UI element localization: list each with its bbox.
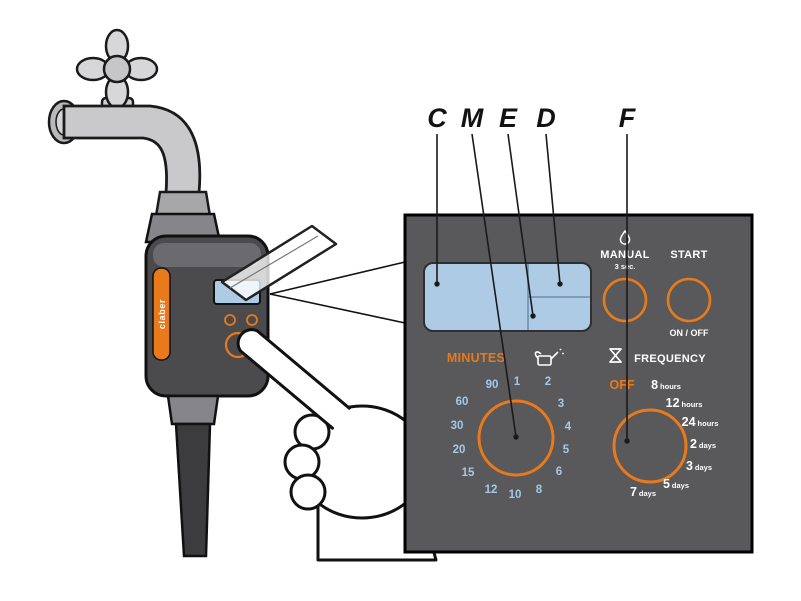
control-panel-detail: MANUAL 3 sec. START ON / OFF MINUTES 90 …	[403, 213, 754, 554]
bottom-connector-nut	[166, 394, 220, 426]
minutes-value: 6	[556, 466, 562, 478]
minutes-value: 3	[558, 398, 564, 410]
callout-letter-d: D	[536, 103, 556, 133]
tap-and-timer-illustration: claber	[47, 28, 438, 562]
leader-dot-f	[624, 438, 630, 444]
hourglass-icon	[609, 348, 622, 363]
frequency-label: FREQUENCY	[634, 353, 706, 365]
index-finger	[236, 328, 351, 430]
frequency-dial	[612, 408, 688, 484]
watering-can-icon	[534, 348, 564, 366]
spout-collar	[154, 190, 212, 218]
open-lid	[220, 224, 338, 302]
on-off-label: ON / OFF	[670, 328, 709, 338]
leader-line-m	[471, 133, 517, 438]
can-drop-1	[559, 348, 562, 351]
manual-control: MANUAL 3 sec.	[600, 229, 649, 323]
manual-button	[602, 277, 648, 323]
minutes-value: 60	[456, 396, 469, 408]
minutes-value: 2	[545, 376, 551, 388]
lcd-display	[423, 262, 592, 332]
callout-letter-f: F	[619, 103, 637, 133]
minutes-value: 8	[536, 484, 543, 496]
minutes-value: 5	[563, 444, 570, 456]
can-body	[537, 355, 552, 366]
can-drop-2	[562, 352, 564, 355]
leader-line-d	[545, 133, 561, 285]
minutes-value: 30	[451, 420, 464, 432]
leader-dot-m	[513, 434, 519, 440]
leader-dot-e	[530, 313, 536, 319]
lid-edge-line	[229, 235, 319, 289]
zoom-line-bottom	[269, 293, 406, 324]
callout-leader-lines	[434, 133, 630, 444]
knuckle-3	[289, 473, 327, 511]
leader-dot-d	[557, 281, 563, 287]
manual-sub-label: 3 sec.	[615, 262, 636, 271]
faucet-spout	[62, 104, 202, 195]
minutes-value: 90	[486, 379, 499, 391]
callout-letters: C M E D F	[427, 103, 637, 133]
leader-line-e	[507, 133, 534, 317]
callout-letter-m: M	[461, 103, 484, 133]
callout-letter-c: C	[427, 103, 447, 133]
minutes-section: MINUTES 90 1 2 3 4 5 6 8 10 12 15 20 30 …	[447, 348, 572, 501]
brand-strip	[152, 267, 171, 361]
start-control: START ON / OFF	[666, 249, 712, 338]
timer-device: claber	[144, 212, 338, 558]
brand-label: claber	[157, 299, 167, 329]
water-drop-icon	[619, 229, 631, 245]
minutes-value: 10	[509, 489, 522, 501]
manual-label: MANUAL	[600, 249, 649, 261]
minutes-value: 4	[565, 421, 572, 433]
minutes-value: 15	[462, 467, 475, 479]
minutes-dial	[477, 399, 555, 477]
minutes-value: 12	[485, 484, 498, 496]
start-button	[666, 277, 712, 323]
zoom-callout-lines	[269, 261, 406, 324]
minutes-value: 1	[514, 376, 521, 388]
leader-dot-c	[434, 281, 440, 287]
mini-button-2	[246, 314, 258, 326]
can-spout	[550, 351, 559, 360]
timer-top-highlight	[153, 243, 261, 267]
faucet-handle	[75, 28, 159, 110]
frequency-off-label: OFF	[610, 378, 635, 392]
zoom-line-top	[269, 261, 406, 295]
knuckle-2	[283, 443, 321, 481]
minutes-label: MINUTES	[447, 351, 505, 365]
start-label: START	[670, 249, 707, 261]
handle-hub	[102, 54, 132, 84]
minutes-value: 20	[453, 444, 466, 456]
callout-letter-e: E	[499, 103, 518, 133]
mini-button-1	[224, 314, 236, 326]
hose	[174, 422, 212, 558]
faucet-illustration	[47, 28, 212, 218]
lcd-screen	[423, 262, 592, 332]
can-handle	[534, 351, 542, 359]
